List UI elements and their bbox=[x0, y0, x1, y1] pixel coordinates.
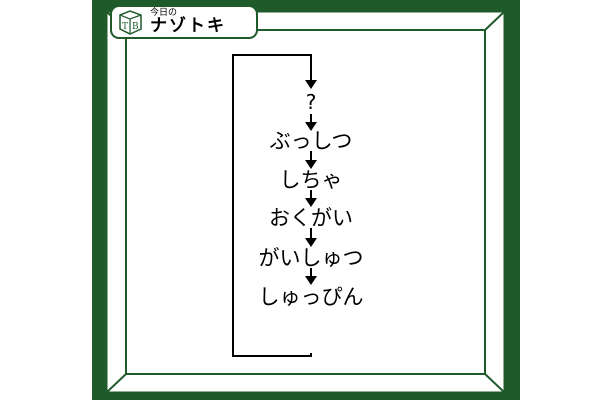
puzzle-item-4: おくがい bbox=[269, 206, 353, 230]
loop-arrowhead bbox=[305, 80, 317, 89]
header-subtitle: 今日の bbox=[150, 8, 178, 18]
puzzle-item-3: しちゃ bbox=[279, 168, 343, 192]
frame-border bbox=[92, 0, 520, 400]
logo-letter-t: T bbox=[122, 22, 128, 32]
tb-cube-logo-icon: T B bbox=[119, 10, 142, 35]
frame-inner-panel bbox=[106, 11, 505, 393]
loop-connector bbox=[232, 54, 312, 357]
header-badge: T B 今日の ナゾトキ bbox=[110, 5, 258, 39]
puzzle-item-2: ぶっしつ bbox=[269, 129, 353, 153]
logo-letter-b: B bbox=[132, 22, 139, 32]
header-title: ナゾトキ bbox=[150, 16, 226, 36]
puzzle-item-question-mark: ? bbox=[305, 90, 317, 114]
puzzle-item-5: がいしゅつ bbox=[258, 246, 364, 270]
down-arrows bbox=[305, 114, 317, 285]
puzzle-item-6: しゅっぴん bbox=[258, 285, 364, 309]
frame-bevel-lines bbox=[106, 11, 505, 393]
